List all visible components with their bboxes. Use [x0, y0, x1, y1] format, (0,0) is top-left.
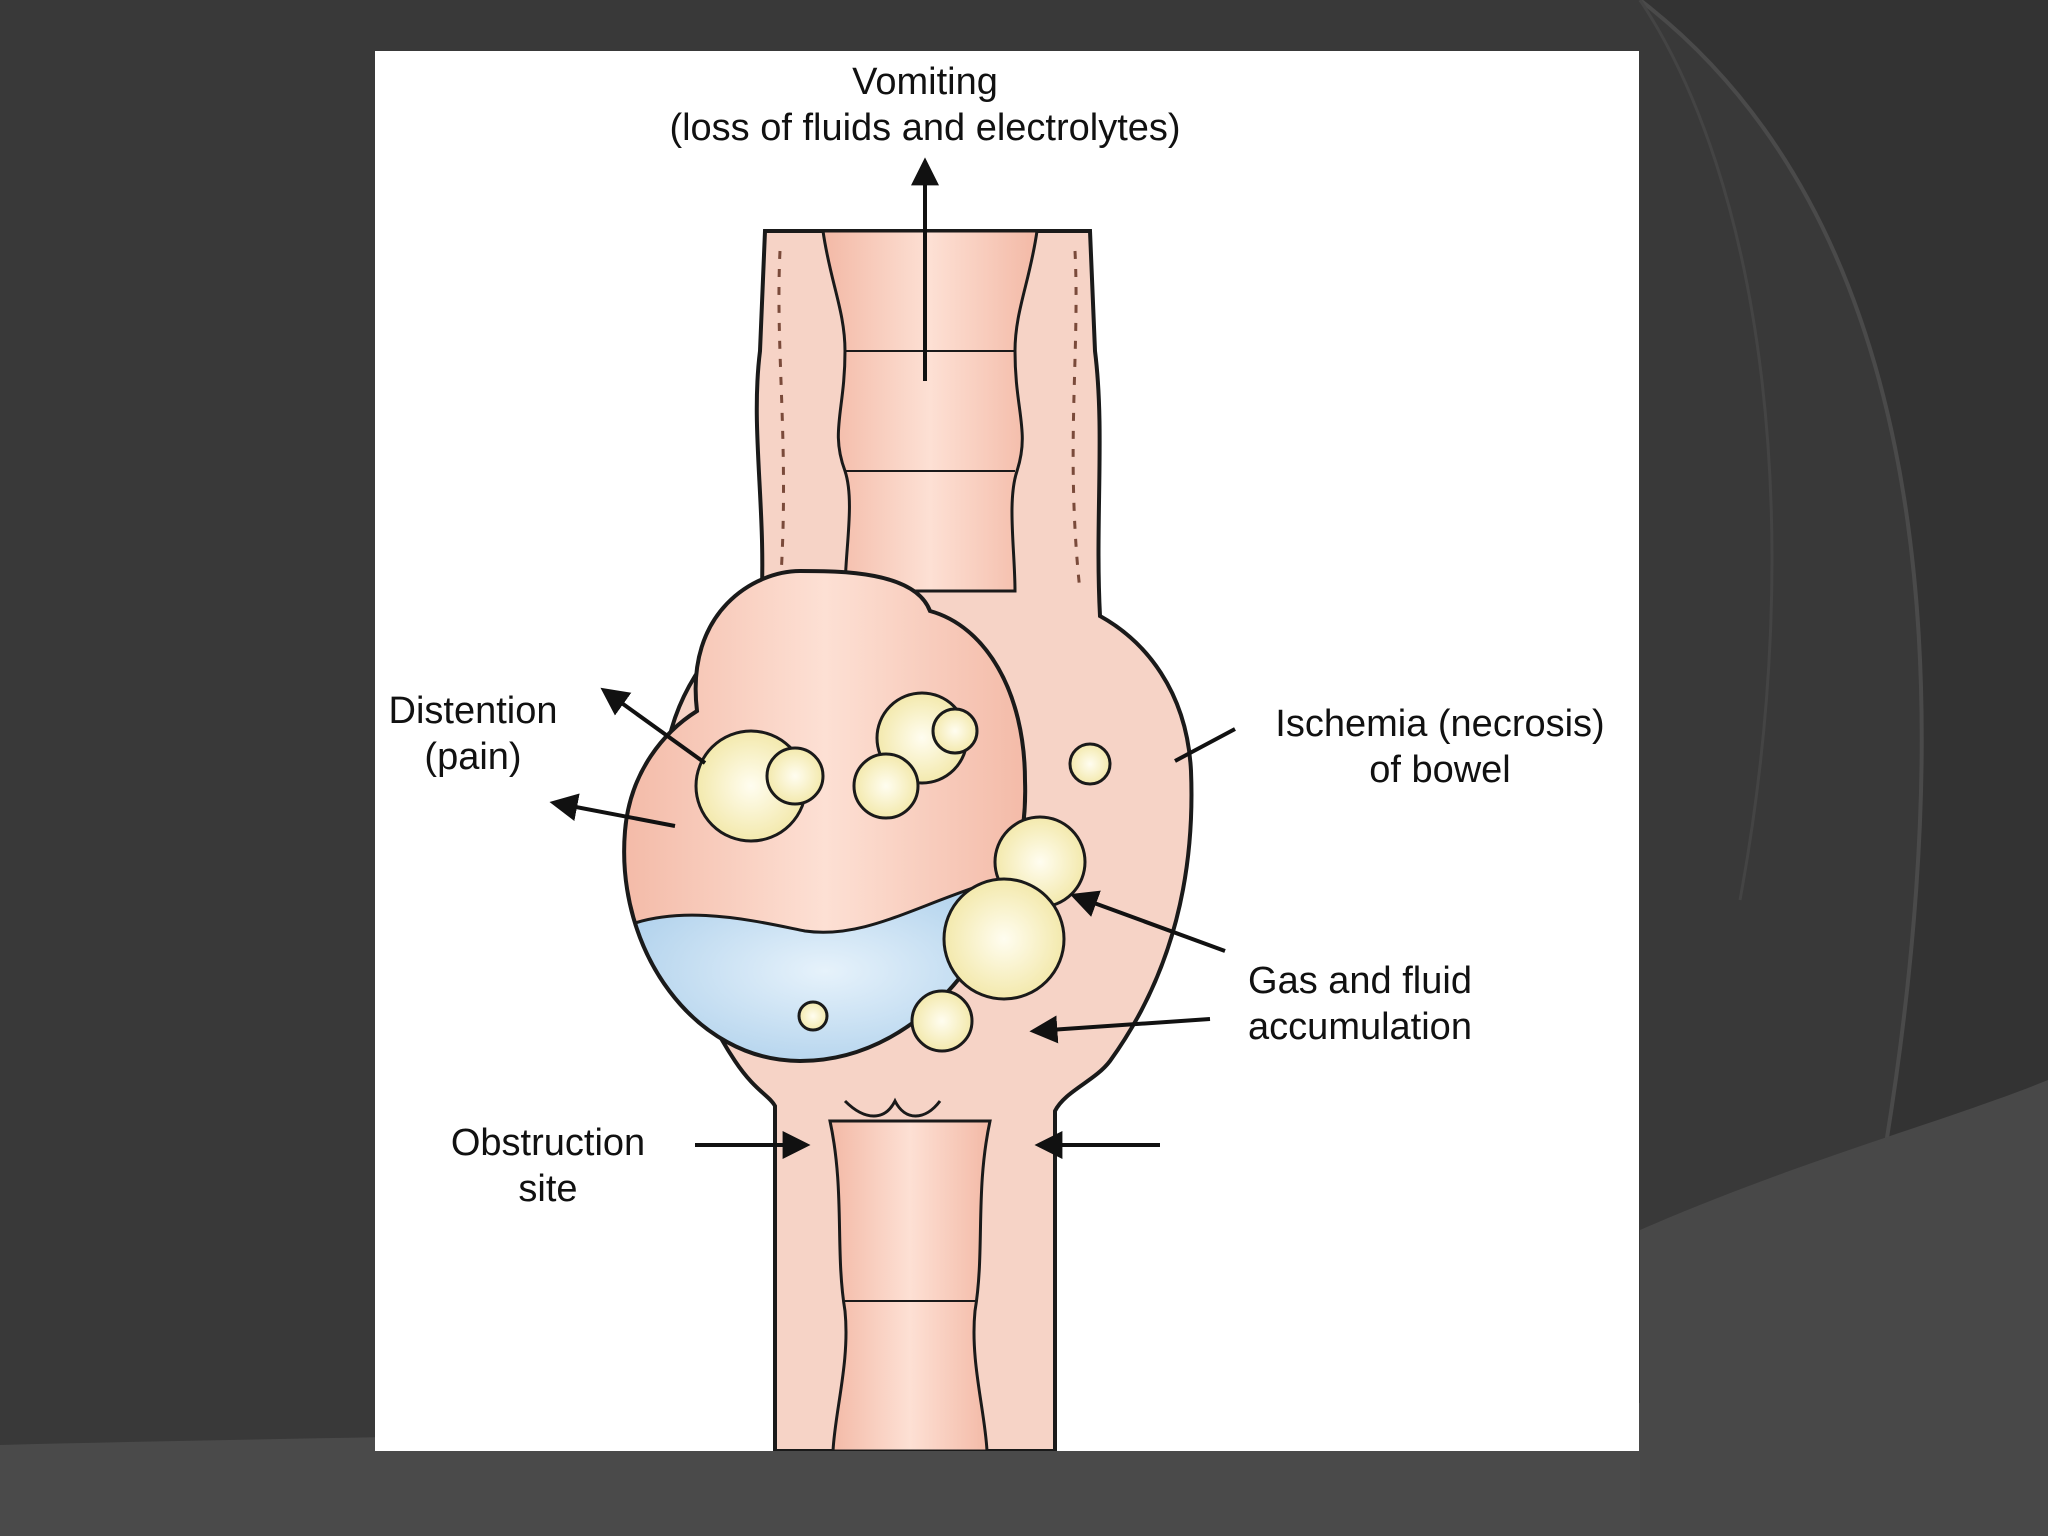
wall-texture-right	[1071, 250, 1082, 592]
bowel-obstruction-diagram	[549, 157, 1236, 1451]
distention-label-line2: (pain)	[424, 736, 522, 778]
distention-label-line1: Distention	[388, 690, 558, 732]
gas-fluid-label-line2: accumulation	[1248, 1006, 1472, 1048]
vomiting-label-line1: Vomiting	[852, 61, 998, 103]
gas-bubble	[942, 877, 1066, 1001]
gas-fluid-label-line1: Gas and fluid	[1248, 960, 1472, 1002]
bowel-lower-lumen	[828, 1119, 992, 1451]
distention-label: Distention (pain)	[375, 688, 573, 780]
gas-bubble	[797, 1000, 829, 1032]
background-bottom-right	[1640, 1080, 2048, 1536]
gas-bubble	[852, 752, 920, 820]
distention-arrow-upper	[600, 687, 707, 765]
obstruction-constriction	[843, 1097, 942, 1118]
bowel-upper-lumen	[821, 229, 1039, 593]
gas-bubble	[765, 746, 825, 806]
obstruction-label-line2: site	[518, 1168, 578, 1210]
gas-bubble	[1068, 742, 1112, 786]
background-arc-small	[1638, 0, 1774, 901]
gas-fluid-label: Gas and fluid accumulation	[1215, 958, 1505, 1050]
diagram-panel: Vomiting (loss of fluids and electrolyte…	[375, 51, 1639, 1451]
wall-texture-left	[777, 250, 786, 592]
gas-fluid-arrow-upper	[1069, 890, 1226, 953]
vomiting-label: Vomiting (loss of fluids and electrolyte…	[615, 59, 1235, 151]
obstruction-label: Obstruction site	[433, 1120, 663, 1212]
gas-fluid-arrow-lower	[1029, 1015, 1211, 1044]
obstruction-label-line1: Obstruction	[450, 1122, 646, 1164]
distention-arrow-lower	[549, 793, 676, 828]
ischemia-pointer	[1174, 727, 1236, 763]
background-arc-outline	[1638, 0, 1924, 1181]
background-arc-large	[1640, 0, 2048, 1180]
gas-bubble	[910, 989, 974, 1053]
ischemia-label-line1: Ischemia (necrosis)	[1275, 703, 1605, 745]
gas-bubbles	[694, 691, 1112, 1053]
vomiting-label-line2: (loss of fluids and electrolytes)	[669, 107, 1181, 149]
ischemia-label: Ischemia (necrosis) of bowel	[1245, 701, 1635, 793]
gas-bubble	[931, 707, 979, 755]
ischemia-label-line2: of bowel	[1369, 749, 1511, 791]
